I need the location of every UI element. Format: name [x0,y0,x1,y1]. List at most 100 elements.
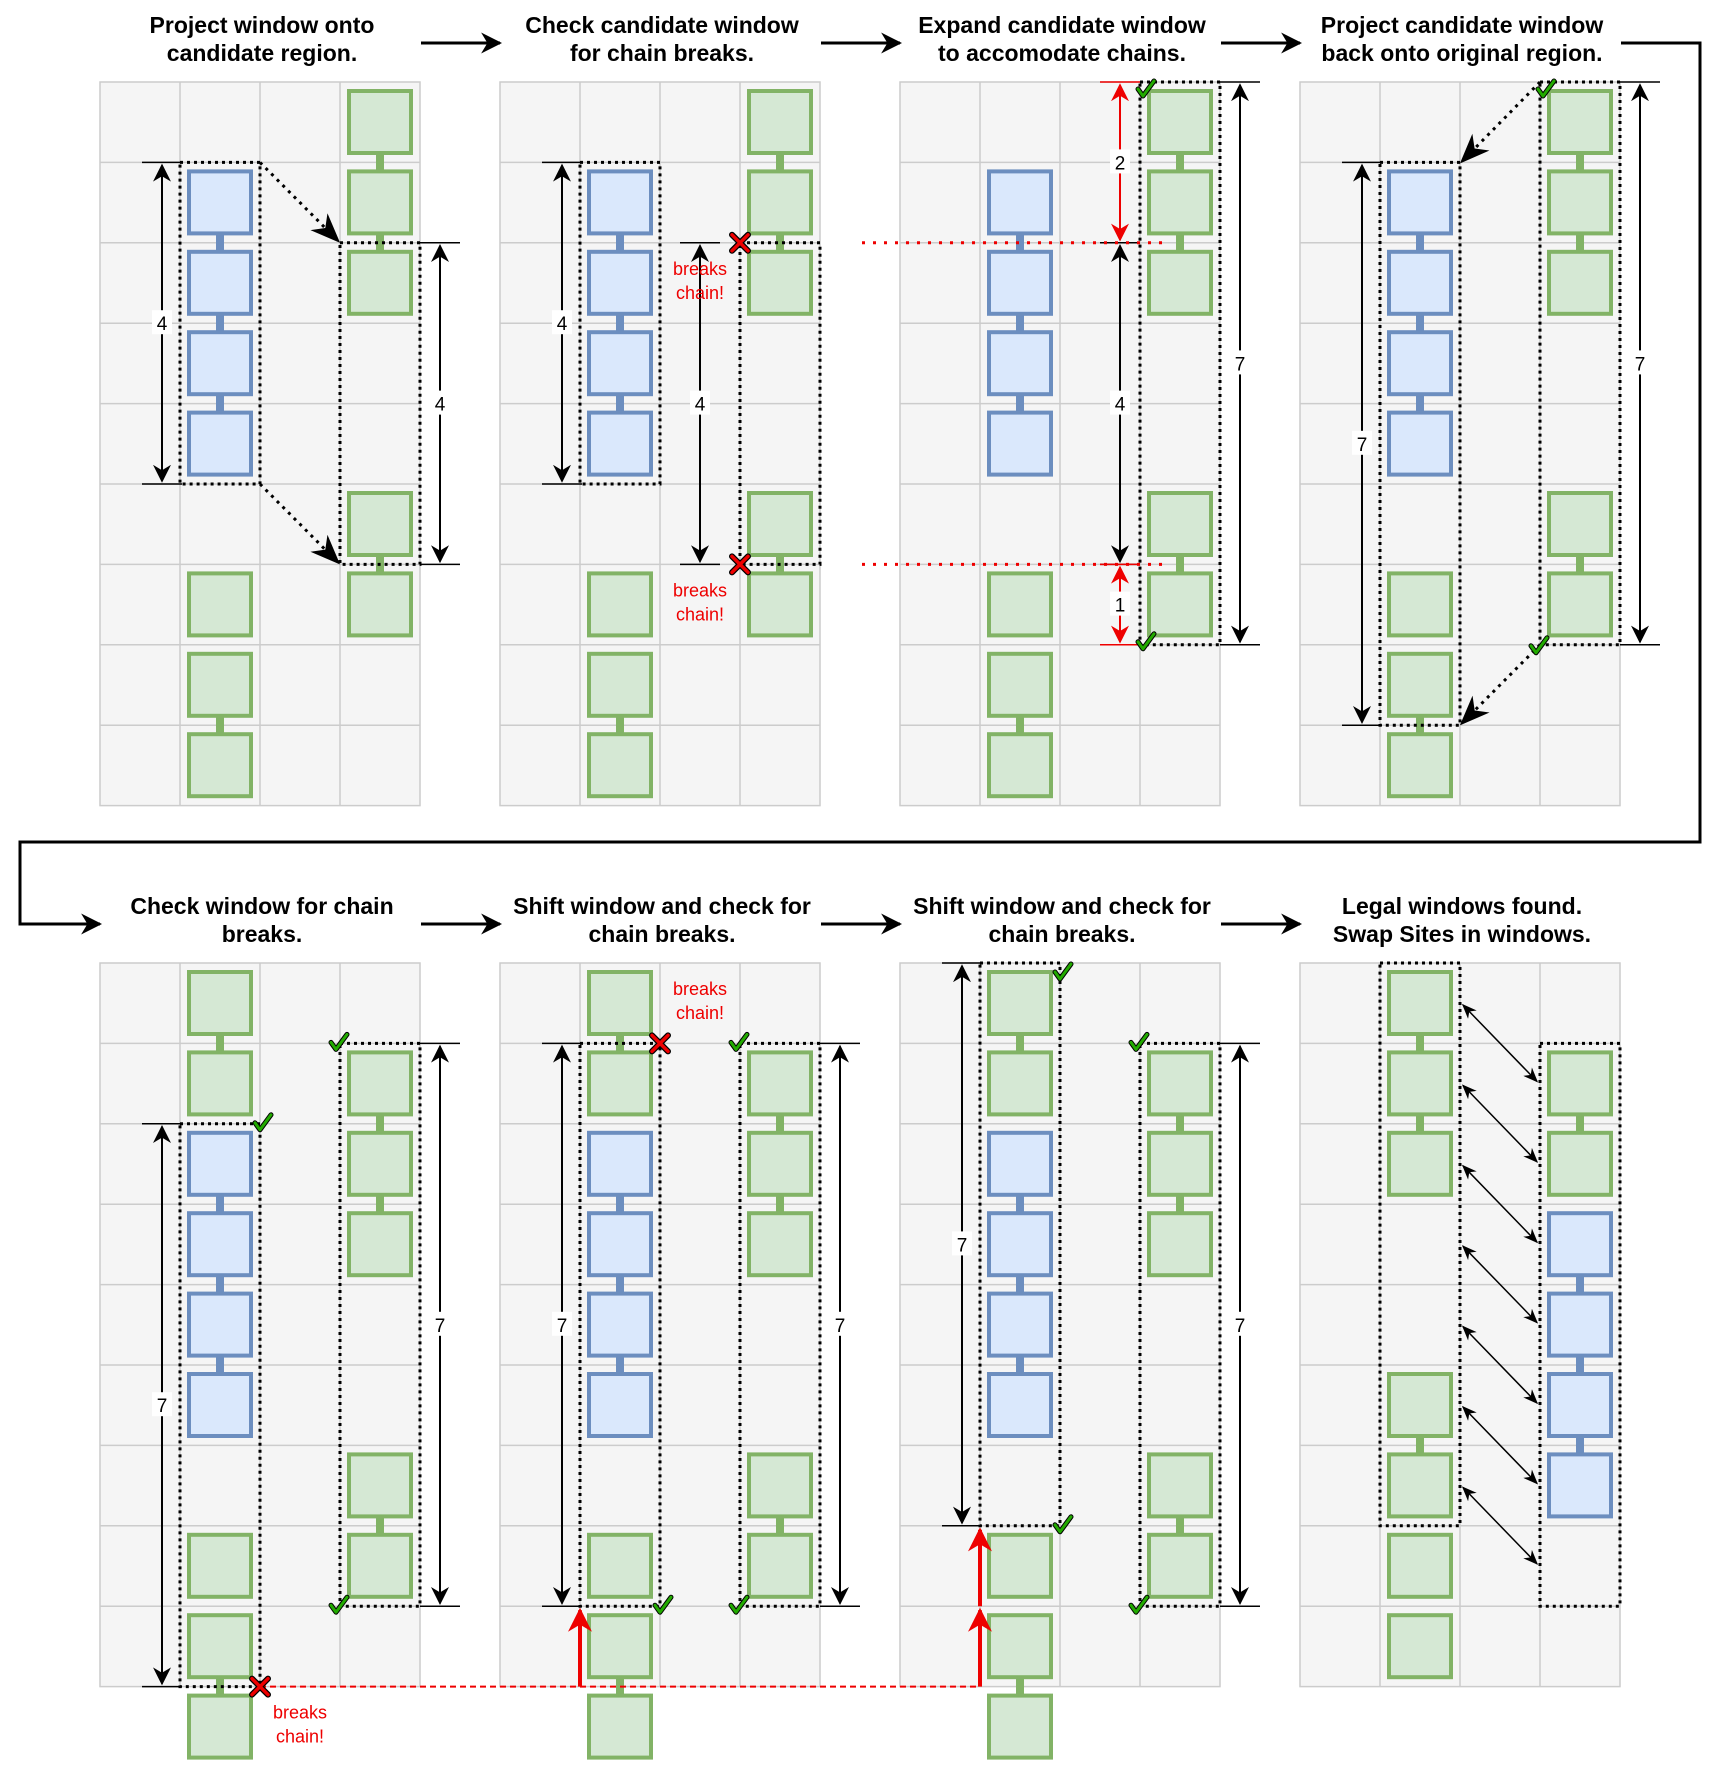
green-site [347,89,413,155]
green-site [1387,1130,1453,1197]
green-site [1147,169,1213,236]
chain-link [1176,153,1184,171]
checkmark-icon [1136,632,1156,651]
dimension-label: 7 [957,1235,968,1256]
dimension-label-bg [552,1311,572,1336]
dimension-label-bg [552,310,572,335]
green-site [747,1050,813,1117]
breaks-chain-label: breaks [673,580,727,600]
dimension-label-bg [1230,350,1250,375]
checkmark-icon [1536,79,1556,98]
green-site [747,1452,813,1519]
green-site [347,169,413,236]
chain-link [776,1114,784,1133]
swap-arrow [1461,1405,1539,1485]
chain-link [1416,233,1424,252]
green-site [1147,1130,1213,1197]
blue-site [1387,249,1453,316]
blue-site [587,1130,653,1197]
green-site [1387,1372,1453,1438]
chain-link [616,1275,624,1294]
chain-link [216,313,224,332]
green-site [987,651,1053,718]
projection-arrow [1459,80,1542,164]
blue-site [187,1211,253,1278]
green-site [187,732,253,799]
blue-site [987,1291,1053,1358]
green-site [1387,1452,1453,1519]
swap-arrow [1461,1245,1539,1324]
dimension-label: 7 [557,1316,568,1337]
chain-link [1016,1677,1024,1696]
green-site [347,1130,413,1197]
blue-site [1387,169,1453,236]
dimension-label: 4 [557,314,568,335]
green-site [1547,491,1613,557]
chain-link [1176,555,1184,573]
projection-arrow [1459,643,1542,726]
chain-link [1576,555,1584,573]
step-title-line: Check window for chain [130,893,393,919]
breaks-chain-label: breaks [273,1703,327,1723]
chain-link [1576,1275,1584,1294]
chain-link [1016,1275,1024,1294]
projection-arrow [258,482,341,565]
chain-link [376,153,384,171]
breaks-chain-label: breaks [673,259,727,279]
chain-link [616,715,624,734]
dimension-label: 7 [1235,354,1246,375]
dimension-label-bg [1110,591,1130,616]
blue-site [587,1211,653,1278]
dimension-label-bg [1110,149,1130,174]
green-site [587,1050,653,1117]
green-site [747,1130,813,1197]
dimension-label-bg [152,310,172,335]
checkmark-icon [253,1113,273,1132]
projection-arrow [258,161,341,243]
swap-arrow [1461,1084,1539,1163]
chain-link [1416,1114,1424,1133]
blue-site [1547,1452,1613,1519]
chain-link [1576,1114,1584,1133]
green-site [347,571,413,638]
blue-site [587,169,653,236]
chain-link [216,1355,224,1374]
dimension-label: 7 [1635,354,1646,375]
chain-link [776,1516,784,1535]
green-site [747,491,813,557]
step-title-line: Swap Sites in windows. [1333,921,1591,947]
green-site [187,651,253,718]
chain-link [1416,313,1424,332]
step-title-line: Shift window and check for [513,893,811,919]
chain-link [1416,1034,1424,1052]
x-mark-icon [650,1033,670,1054]
green-site [1547,571,1613,638]
step-title-line: breaks. [222,921,303,947]
chain-link [1176,1114,1184,1133]
green-site [747,1532,813,1599]
chain-link [1016,394,1024,413]
green-site [747,169,813,236]
checkmark-icon [729,1032,749,1051]
blue-site [187,249,253,316]
window-outline [178,160,262,486]
checkmark-icon [729,1595,749,1614]
green-site [1387,732,1453,799]
dimension-label: 7 [1357,435,1368,456]
green-site [987,1532,1053,1599]
green-site [1147,249,1213,316]
green-site [1547,1130,1613,1197]
green-site [347,249,413,316]
blue-site [587,330,653,397]
green-site [587,1613,653,1680]
green-site [1147,1211,1213,1278]
dimension-label-bg [952,1231,972,1256]
chain-link [1176,1194,1184,1213]
chain-link [216,1034,224,1052]
chain-link [1176,233,1184,252]
breaks-chain-label: breaks [673,979,727,999]
